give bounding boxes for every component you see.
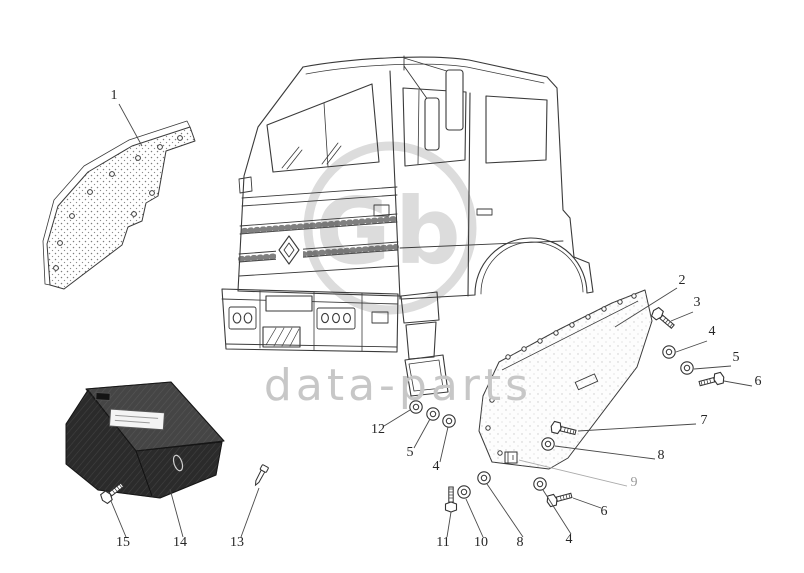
leader-line-4 <box>675 340 708 353</box>
leader-line-4 <box>542 489 572 535</box>
washer-part-8a <box>541 437 555 451</box>
callout-label-6: 6 <box>600 504 608 519</box>
watermark-text: data-parts <box>264 360 532 411</box>
callout-label-12: 12 <box>371 422 385 437</box>
brand-diamond-logo <box>276 232 303 269</box>
leader-line-10 <box>465 498 484 538</box>
insulation-panel-right <box>478 289 653 470</box>
leader-line-8 <box>554 445 656 460</box>
mirrors <box>403 55 464 151</box>
truck-cab-drawing <box>221 55 594 397</box>
callout-label-4: 4 <box>565 532 573 547</box>
leader-line-4 <box>439 426 449 463</box>
washer-part-5a <box>680 361 694 375</box>
leader-line-11 <box>446 511 452 538</box>
callout-label-5: 5 <box>732 350 740 365</box>
clip-part-9 <box>504 451 518 464</box>
leader-line-6 <box>572 497 602 509</box>
callout-leader-lines <box>110 103 753 538</box>
leader-line-5 <box>413 418 431 449</box>
washer-part-4c <box>533 477 547 491</box>
watermark-logo-letters: Gb <box>315 178 464 285</box>
leader-line-5 <box>693 365 732 370</box>
screw-part-13 <box>251 464 270 488</box>
leader-line-8 <box>486 483 524 538</box>
bolt-part-6a <box>697 371 726 390</box>
washer-part-4a <box>662 345 676 359</box>
leader-line-1 <box>118 103 143 147</box>
front-bumper <box>221 288 399 353</box>
callout-label-11: 11 <box>436 535 450 550</box>
callout-label-4: 4 <box>708 324 716 339</box>
leader-line-6 <box>723 380 753 387</box>
callout-label-8: 8 <box>516 535 524 550</box>
door-handle <box>476 208 493 216</box>
leader-line-14 <box>169 488 184 538</box>
callout-label-9: 9 <box>630 475 638 490</box>
bolt-part-3 <box>649 305 677 332</box>
leader-line-7 <box>577 423 697 432</box>
callout-label-10: 10 <box>474 535 488 550</box>
bolt-part-6b <box>545 489 574 508</box>
insulation-panel-left <box>42 120 196 290</box>
washer-part-10 <box>457 485 471 499</box>
callout-label-13: 13 <box>230 535 244 550</box>
cover-label-plate <box>108 408 165 431</box>
fasteners <box>98 305 726 513</box>
washer-part-8b <box>477 471 491 485</box>
callout-label-5: 5 <box>406 445 414 460</box>
leader-line-2 <box>614 287 678 328</box>
leader-line-13 <box>240 487 260 538</box>
mudguard-cover <box>65 381 225 499</box>
callout-label-15: 15 <box>116 535 130 550</box>
leader-line-12 <box>383 409 411 427</box>
callout-label-4: 4 <box>432 459 440 474</box>
callout-label-1: 1 <box>110 88 118 103</box>
callout-label-3: 3 <box>693 295 701 310</box>
cab-step <box>400 291 449 397</box>
watermark-logo: Gb <box>303 141 477 315</box>
callout-label-8: 8 <box>657 448 665 463</box>
bolt-part-11 <box>444 486 458 513</box>
callout-label-2: 2 <box>678 273 686 288</box>
leader-line-3 <box>670 311 694 322</box>
callout-label-6: 6 <box>754 374 762 389</box>
callout-label-14: 14 <box>173 535 187 550</box>
washer-part-4b <box>442 414 456 428</box>
callout-label-7: 7 <box>700 413 708 428</box>
leader-line-15 <box>110 500 127 538</box>
leader-line-9 <box>518 459 628 487</box>
